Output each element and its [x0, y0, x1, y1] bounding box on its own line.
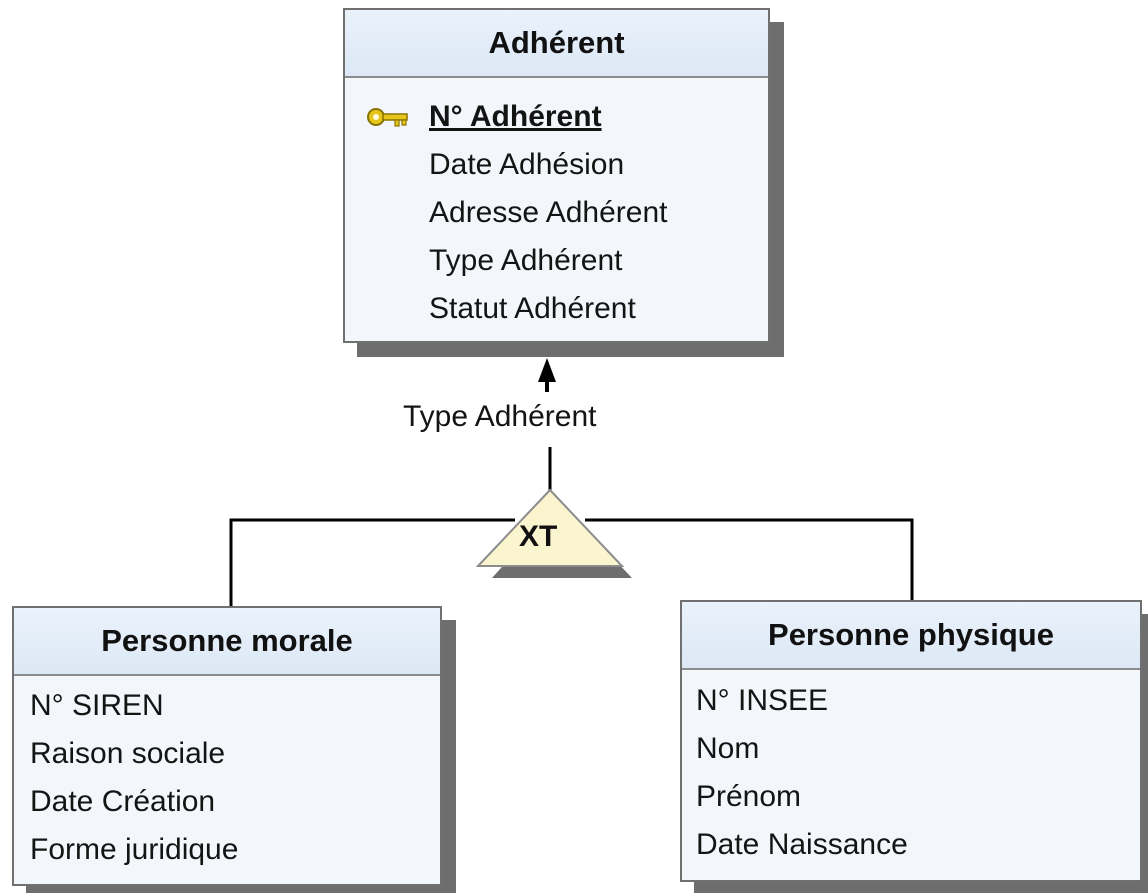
inheritance-discriminator-label: Type Adhérent: [403, 400, 597, 433]
key-icon: [367, 108, 408, 127]
primary-key-label: N° Adhérent: [429, 100, 602, 133]
entity-personne-morale[interactable]: Personne morale N° SIREN Raison sociale …: [12, 606, 442, 886]
entity-title: Personne morale: [14, 608, 440, 676]
attribute: Date Création: [30, 785, 216, 818]
entity-title: Personne physique: [682, 602, 1140, 670]
attribute: N° INSEE: [696, 684, 829, 717]
attribute: Prénom: [696, 780, 802, 813]
attribute: Date Adhésion: [429, 148, 625, 181]
inheritance-arrowhead: [538, 358, 556, 382]
primary-key-attribute: N° Adhérent: [367, 93, 768, 141]
entity-personne-physique[interactable]: Personne physique N° INSEE Nom Prénom Da…: [680, 600, 1142, 882]
entity-title: Adhérent: [345, 10, 768, 78]
attribute-list: N° INSEE Nom Prénom Date Naissance: [682, 670, 1140, 869]
attribute: Raison sociale: [30, 737, 226, 770]
inheritance-link-morale: [229, 518, 515, 606]
attribute: Type Adhérent: [429, 244, 623, 277]
attribute-list: N° Adhérent Date Adhésion Adresse Adhére…: [345, 78, 768, 333]
inheritance-triangle: [475, 488, 625, 567]
attribute: Date Naissance: [696, 828, 908, 861]
entity-adherent[interactable]: Adhérent N° Adhérent Date Adhésion Adres…: [343, 8, 770, 343]
attribute: Nom: [696, 732, 760, 765]
inheritance-link-physique: [585, 518, 914, 600]
attribute-list: N° SIREN Raison sociale Date Création Fo…: [14, 676, 440, 874]
attribute: Statut Adhérent: [429, 292, 636, 325]
attribute: Forme juridique: [30, 833, 239, 866]
attribute: Adresse Adhérent: [429, 196, 668, 229]
attribute: N° SIREN: [30, 689, 164, 722]
inheritance-constraint-label[interactable]: XT: [519, 520, 558, 553]
